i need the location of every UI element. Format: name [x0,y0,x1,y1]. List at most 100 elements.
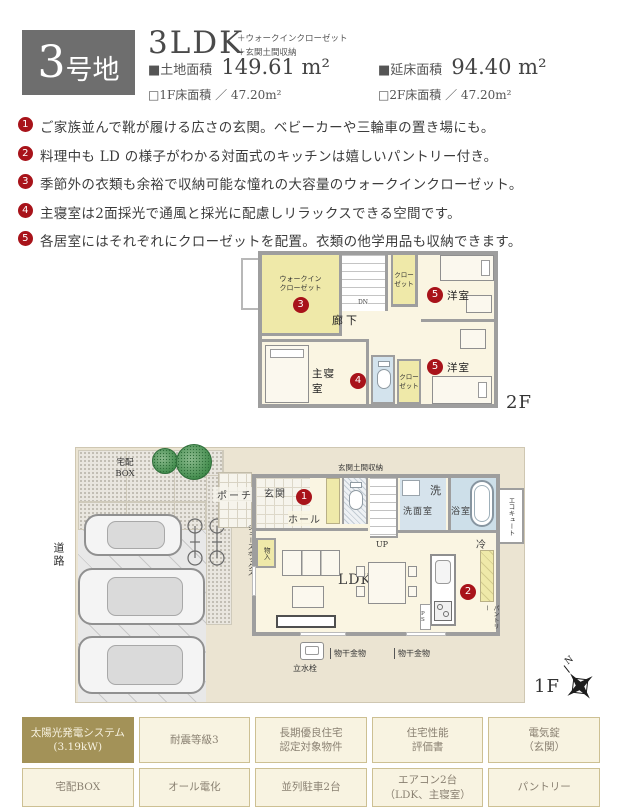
laundry-hardware-label: 物干金物 [394,648,430,659]
kitchen-counter [430,554,456,626]
outdoor-faucet-label: 立水栓 [293,664,317,673]
feature-number-badge: 1 [18,117,33,132]
road-label: 道路 [52,542,65,568]
site-plan-1f: 道路 宅配 BOX ポーチ シューズボックス 玄関土間収納 玄関 [0,430,620,725]
feature-number-badge: 5 [18,231,33,246]
ecocute-unit: エコキュート [498,488,524,544]
outdoor-faucet-icon [300,642,324,660]
spec-cell-performance: 住宅性能 評価書 [371,717,484,763]
toilet-icon [349,490,363,510]
car-cabin [106,520,165,550]
tv-board-icon [276,615,336,628]
doma-storage [326,478,340,524]
land-area-value: 149.61 m² [221,55,330,79]
balcony [241,258,260,310]
stairs-dn-label: DN [358,299,369,306]
spec-cell-seismic: 耐震等級3 [138,717,251,763]
floor-1f-caption: 1F [534,676,560,697]
chair-icon [356,586,365,597]
compass-icon: N [563,654,593,699]
plan-badge-4: 4 [350,373,366,389]
washing-machine-icon [402,480,420,496]
feature-text: 各居室にはそれぞれにクローゼットを配置。衣類の他学用品も収納できます。 [40,234,522,250]
bicycle-icon [209,518,225,566]
sofa-icon [282,550,340,576]
faucet-inner [305,646,319,655]
bicycle-icon [187,518,203,566]
pillow-icon [481,260,490,276]
chair-icon [408,586,417,597]
feature-text: 季節外の衣類も余裕で収納可能な憧れの大容量のウォークインクローゼット。 [40,177,523,193]
stairs-up-label: UP [375,540,389,549]
burner-icon [443,611,449,617]
lot-suffix: 号地 [65,55,120,86]
feature-text: 料理中も LD の様子がわかる対面式のキッチンは嬉しいパントリー付き。 [40,148,498,165]
plan-badge-5a: 5 [427,287,443,303]
chair-icon [408,566,417,577]
toilet-icon [350,482,362,488]
walk-in-closet-label: ウォークイン クローゼット [279,274,322,292]
shoe-box-label: シューズボックス [246,524,254,576]
room-genkan [256,478,310,528]
plan-badge-3: 3 [292,297,309,314]
wall [256,528,368,531]
ecocute-label: エコキュート [507,496,515,536]
spec-cell-aircon: エアコン2台 （LDK、主寝室） [371,768,484,807]
storage-closet: 物入 [256,538,276,568]
bed-icon [432,376,492,404]
floor-plan-2f: ウォークイン クローゼット 3 DN 廊下 クロー ゼット 5 洋室 [238,248,548,416]
spec-cell-delivery-box: 宅配BOX [22,768,134,807]
storage-label: 物入 [262,546,271,560]
plan-badge-1: 1 [296,489,312,505]
toilet-icon [378,361,390,367]
land-area: ■土地面積 149.61 m² [148,55,330,79]
tree-icon [176,444,212,480]
pantry-shelf [480,550,494,602]
spec-cell-all-electric: オール電化 [138,768,251,807]
room-closet-top: クロー ゼット [391,255,418,307]
plan-badge-5b: 5 [427,359,443,375]
total-floor-area-label: ■延床面積 [378,63,443,78]
room-western-bottom: 5 洋室 [421,325,494,404]
total-floor-area-value: 94.40 m² [451,55,547,79]
desk-icon [460,329,486,349]
wall [398,530,496,533]
land-area-label: ■土地面積 [148,63,213,78]
feature-item: 1 ご家族並んで靴が履ける広さの玄関。ベビーカーや三輪車の置き場にも。 [18,116,610,136]
desk-icon [466,295,492,313]
stairs-up [370,478,398,538]
window [252,566,256,596]
spec-cell-parking: 並列駐車2台 [255,768,367,807]
spec-cell-pantry: パントリー [488,768,600,807]
car-icon [78,636,205,694]
table-icon [292,586,324,608]
room-walk-in-closet: ウォークイン クローゼット 3 [262,255,342,336]
feature-item: 2 料理中も LD の様子がわかる対面式のキッチンは嬉しいパントリー付き。 [18,145,610,165]
feature-number-badge: 3 [18,174,33,189]
plan-badge-2: 2 [460,584,476,600]
feature-number-badge: 4 [18,202,33,218]
spec-cell-electric-lock: 電気錠 （玄関） [488,717,600,763]
closet-label: クロー ゼット [394,271,414,288]
bath-label: 浴室 [451,507,472,517]
plan-extra-2: ＋玄関土間収納 [237,47,297,58]
bathtub-inner [474,485,490,522]
stove-icon [434,601,452,621]
burner-icon [437,604,443,610]
feature-text: ご家族並んで靴が履ける広さの玄関。ベビーカーや三輪車の置き場にも。 [40,120,495,136]
room-toilet-2f [371,355,395,404]
spec-cell-long-life: 長期優良住宅 認定対象物件 [255,717,367,763]
chair-icon [356,566,365,577]
room-western-top: 5 洋室 [421,255,494,322]
pipe-shaft: P S [420,604,431,630]
floor-plan-2f-outline: ウォークイン クローゼット 3 DN 廊下 クロー ゼット 5 洋室 [258,251,498,408]
genkan-storage-label: 玄関土間収納 [338,463,383,472]
laundry-hardware-label: 物干金物 [330,648,366,659]
feature-item: 5 各居室にはそれぞれにクローゼットを配置。衣類の他学用品も収納できます。 [18,230,610,250]
car-icon [84,514,182,556]
toilet-icon [377,369,391,389]
feature-number-badge: 2 [18,145,33,161]
feature-item: 4 主寝室は2面採光で通風と採光に配慮しリラックスできる空間です。 [18,202,610,222]
delivery-box-label: 宅配 BOX [115,458,135,480]
